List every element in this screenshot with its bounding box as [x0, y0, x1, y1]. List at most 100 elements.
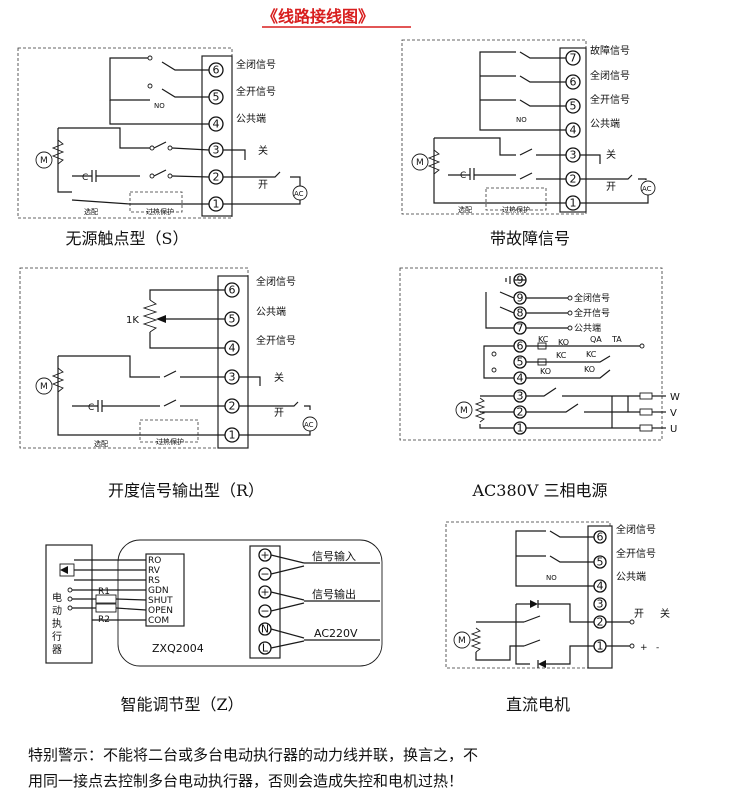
terminal-6: 6 [208, 62, 224, 78]
svg-text:KC: KC [586, 350, 597, 359]
svg-text:器: 器 [52, 644, 62, 656]
svg-text:2: 2 [570, 173, 577, 186]
svg-text:5: 5 [229, 313, 236, 326]
svg-text:NO: NO [516, 116, 527, 124]
svg-text:3: 3 [229, 371, 236, 384]
warning-line-2: 用同一接点去控制多台电动执行器，否则会造成失控和电机过热！ [28, 772, 463, 790]
svg-text:M: M [458, 636, 466, 646]
svg-text:4: 4 [597, 580, 604, 593]
svg-text:N: N [261, 623, 269, 636]
terminal-4: 4 [208, 116, 224, 132]
svg-text:全开信号: 全开信号 [616, 547, 656, 560]
svg-text:M: M [416, 158, 424, 168]
svg-text:3: 3 [597, 598, 604, 611]
svg-text:SHUT: SHUT [148, 596, 173, 606]
svg-text:C: C [82, 173, 88, 183]
svg-text:-: - [656, 643, 659, 653]
svg-text:NO: NO [154, 102, 165, 110]
svg-text:−: − [260, 568, 269, 581]
svg-text:5: 5 [213, 91, 220, 104]
svg-text:V: V [670, 408, 677, 419]
svg-text:公共端: 公共端 [590, 117, 620, 130]
svg-text:公共端: 公共端 [574, 322, 601, 334]
svg-text:全闭信号: 全闭信号 [590, 69, 630, 82]
svg-text:1: 1 [597, 640, 604, 653]
svg-text:开度信号输出型（R）: 开度信号输出型（R） [108, 481, 264, 500]
svg-text:ZXQ2004: ZXQ2004 [152, 642, 204, 655]
svg-text:7: 7 [517, 322, 524, 335]
svg-text:电: 电 [52, 591, 62, 604]
warning-line-1: 特别警示：不能将二台或多台电动执行器的动力线并联，换言之，不 [28, 746, 478, 764]
svg-text:L: L [262, 642, 269, 655]
svg-text:U: U [670, 424, 677, 435]
svg-text:过热保护: 过热保护 [156, 437, 184, 446]
svg-text:选配: 选配 [84, 207, 98, 216]
svg-text:行: 行 [52, 630, 62, 643]
svg-text:C: C [460, 171, 466, 181]
svg-text:动: 动 [52, 605, 62, 617]
svg-text:全闭信号: 全闭信号 [236, 58, 276, 71]
zxq2004-module [117, 539, 383, 667]
svg-text:6: 6 [597, 531, 604, 544]
svg-text:带故障信号: 带故障信号 [490, 229, 570, 248]
diagram-opening-signal-output: 6 5 4 3 2 1 全闭信号 公共端 全开信号 关 开 1K M C 过热保… [19, 267, 318, 500]
svg-text:KC: KC [538, 335, 549, 344]
svg-text:关: 关 [274, 371, 284, 384]
svg-text:M: M [460, 406, 468, 416]
svg-text:开: 开 [634, 609, 644, 620]
svg-text:过热保护: 过热保护 [146, 207, 174, 216]
svg-text:8: 8 [517, 307, 524, 320]
svg-text:选配: 选配 [458, 205, 472, 214]
svg-text:KO: KO [558, 338, 569, 347]
svg-text:RV: RV [148, 566, 161, 576]
svg-text:AC380V 三相电源: AC380V 三相电源 [472, 481, 608, 500]
svg-text:公共端: 公共端 [616, 570, 646, 583]
svg-text:开: 开 [258, 180, 268, 191]
svg-text:关: 关 [606, 148, 616, 161]
svg-text:6: 6 [570, 76, 577, 89]
svg-text:6: 6 [229, 284, 236, 297]
svg-text:C: C [88, 403, 94, 413]
svg-text:全闭信号: 全闭信号 [256, 275, 296, 288]
svg-text:1: 1 [229, 429, 236, 442]
svg-text:执: 执 [52, 617, 62, 630]
diagram-dc-motor: 6 5 4 3 2 1 全闭信号 全开信号 公共端 开 关 NO M + [445, 521, 670, 714]
svg-text:2: 2 [597, 616, 604, 629]
terminal-5: 5 [208, 89, 224, 105]
svg-text:W: W [670, 392, 680, 403]
svg-text:1K: 1K [126, 315, 139, 326]
page-title: 《线路接线图》 [262, 7, 374, 26]
svg-text:7: 7 [570, 52, 577, 65]
svg-text:无源触点型（S）: 无源触点型（S） [66, 229, 189, 248]
svg-text:全开信号: 全开信号 [590, 93, 630, 106]
svg-text:5: 5 [597, 556, 604, 569]
svg-text:KO: KO [584, 365, 595, 374]
svg-text:5: 5 [570, 100, 577, 113]
svg-text:全开信号: 全开信号 [256, 334, 296, 347]
svg-text:选配: 选配 [94, 439, 108, 448]
svg-text:全闭信号: 全闭信号 [616, 523, 656, 536]
diagram-smart-regulation: 电 动 执 行 器 R1 R2 RO RV RS GDN SHUT OPEN C… [45, 539, 383, 714]
svg-text:+: + [260, 586, 269, 599]
svg-text:M: M [40, 156, 48, 166]
svg-text:全开信号: 全开信号 [236, 85, 276, 98]
terminal-1: 1 [208, 196, 224, 212]
terminal-block [217, 275, 249, 449]
svg-text:4: 4 [229, 342, 236, 355]
svg-text:9: 9 [517, 292, 524, 305]
svg-text:TA: TA [611, 335, 622, 344]
terminal-3: 3 [208, 142, 224, 158]
svg-text:R1: R1 [98, 587, 110, 597]
svg-text:全闭信号: 全闭信号 [574, 292, 610, 304]
terminal-block [201, 55, 233, 217]
svg-text:KC: KC [556, 351, 567, 360]
svg-text:4: 4 [517, 372, 524, 385]
svg-text:−: − [260, 605, 269, 618]
svg-text:6: 6 [213, 64, 220, 77]
svg-text:2: 2 [517, 406, 524, 419]
svg-text:+: + [640, 643, 648, 653]
svg-text:+: + [260, 549, 269, 562]
svg-text:4: 4 [570, 124, 577, 137]
svg-text:6: 6 [517, 340, 524, 353]
